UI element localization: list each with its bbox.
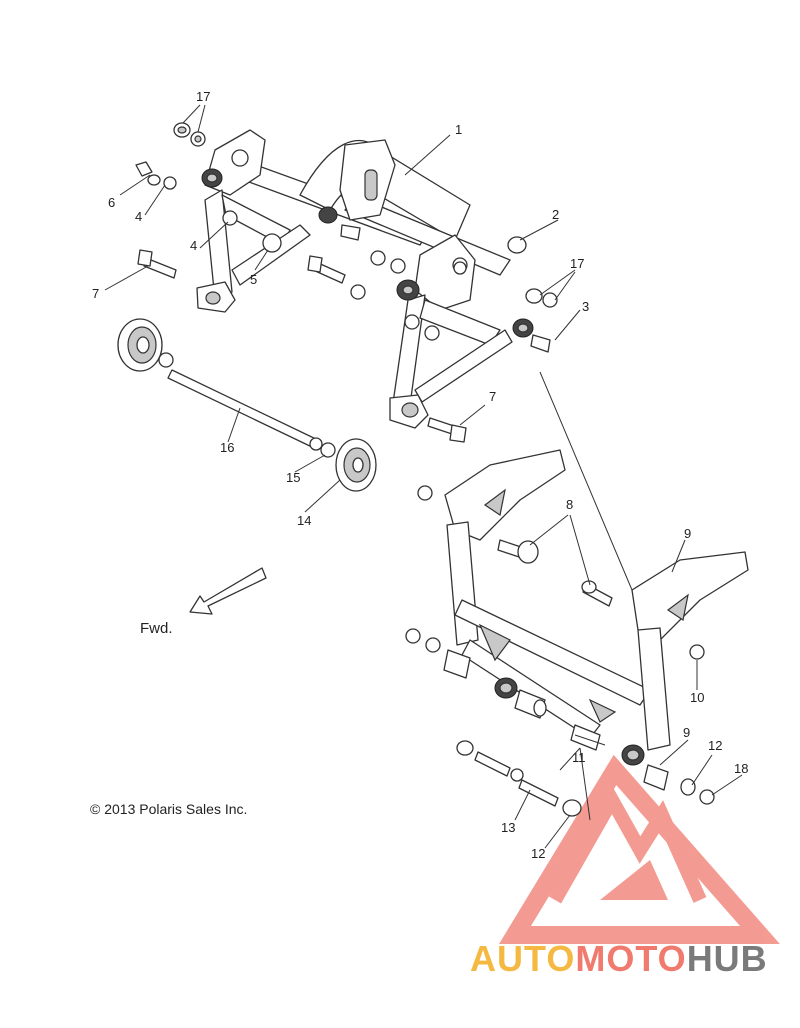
callout-6: 6	[108, 195, 115, 210]
watermark-auto: AUTO	[470, 938, 576, 979]
callout-14: 14	[297, 513, 311, 528]
callout-4-upper: 4	[135, 209, 142, 224]
callout-13: 13	[501, 820, 515, 835]
callout-17-top: 17	[196, 89, 210, 104]
callout-7-right: 7	[489, 389, 496, 404]
rear-arm-frame	[444, 449, 749, 766]
callout-9-lower: 9	[683, 725, 690, 740]
callout-18: 18	[734, 761, 748, 776]
callout-2: 2	[552, 207, 559, 222]
callout-5: 5	[250, 272, 257, 287]
leader-lines	[104, 104, 743, 849]
callout-3: 3	[582, 299, 589, 314]
watermark-wordmark: AUTOMOTOHUB	[470, 938, 768, 980]
callout-15: 15	[286, 470, 300, 485]
callout-11: 11	[572, 750, 586, 765]
forward-arrow-icon	[189, 567, 267, 615]
callout-10: 10	[690, 690, 704, 705]
watermark-hub: HUB	[686, 938, 768, 979]
watermark-logo	[499, 754, 780, 944]
front-arm-assembly	[196, 129, 534, 429]
callout-17-right: 17	[570, 256, 584, 271]
upper-hardware	[135, 122, 558, 443]
idler-wheels	[117, 318, 377, 492]
lower-hardware	[405, 485, 715, 817]
callout-8: 8	[566, 497, 573, 512]
callout-1: 1	[455, 122, 462, 137]
callout-9-upper: 9	[684, 526, 691, 541]
callout-4-lower: 4	[190, 238, 197, 253]
forward-label: Fwd.	[140, 620, 173, 637]
callout-labels: 1 17 2 6 4 4 5 17 3 7 7 16 15 14 8 9 10 …	[92, 89, 748, 861]
callout-12-right: 12	[708, 738, 722, 753]
watermark-moto: MOTO	[575, 938, 687, 979]
callout-16: 16	[220, 440, 234, 455]
copyright-notice: © 2013 Polaris Sales Inc.	[90, 801, 248, 817]
callout-12-bottom: 12	[531, 846, 545, 861]
callout-7-left: 7	[92, 286, 99, 301]
